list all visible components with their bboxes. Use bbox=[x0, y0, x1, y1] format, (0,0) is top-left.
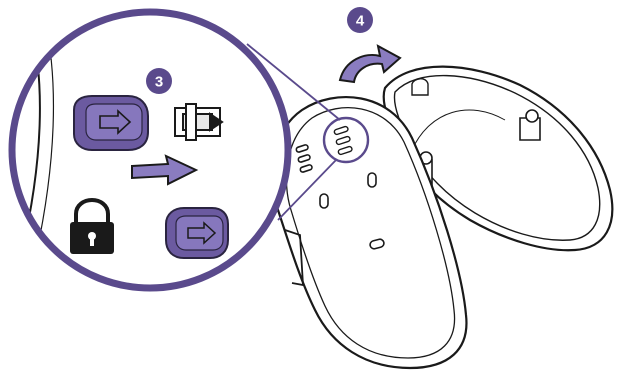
step-number-4: 4 bbox=[356, 13, 365, 30]
step-badge-4: 4 bbox=[347, 7, 373, 33]
rotate-arrow-icon bbox=[340, 46, 400, 82]
latch-open-icon bbox=[175, 104, 222, 140]
step-number-3: 3 bbox=[155, 74, 163, 91]
step-badge-3: 3 bbox=[146, 68, 172, 94]
slider-switch-icon bbox=[166, 208, 228, 258]
slider-switch-icon bbox=[74, 96, 148, 150]
magnifier bbox=[12, 12, 288, 288]
